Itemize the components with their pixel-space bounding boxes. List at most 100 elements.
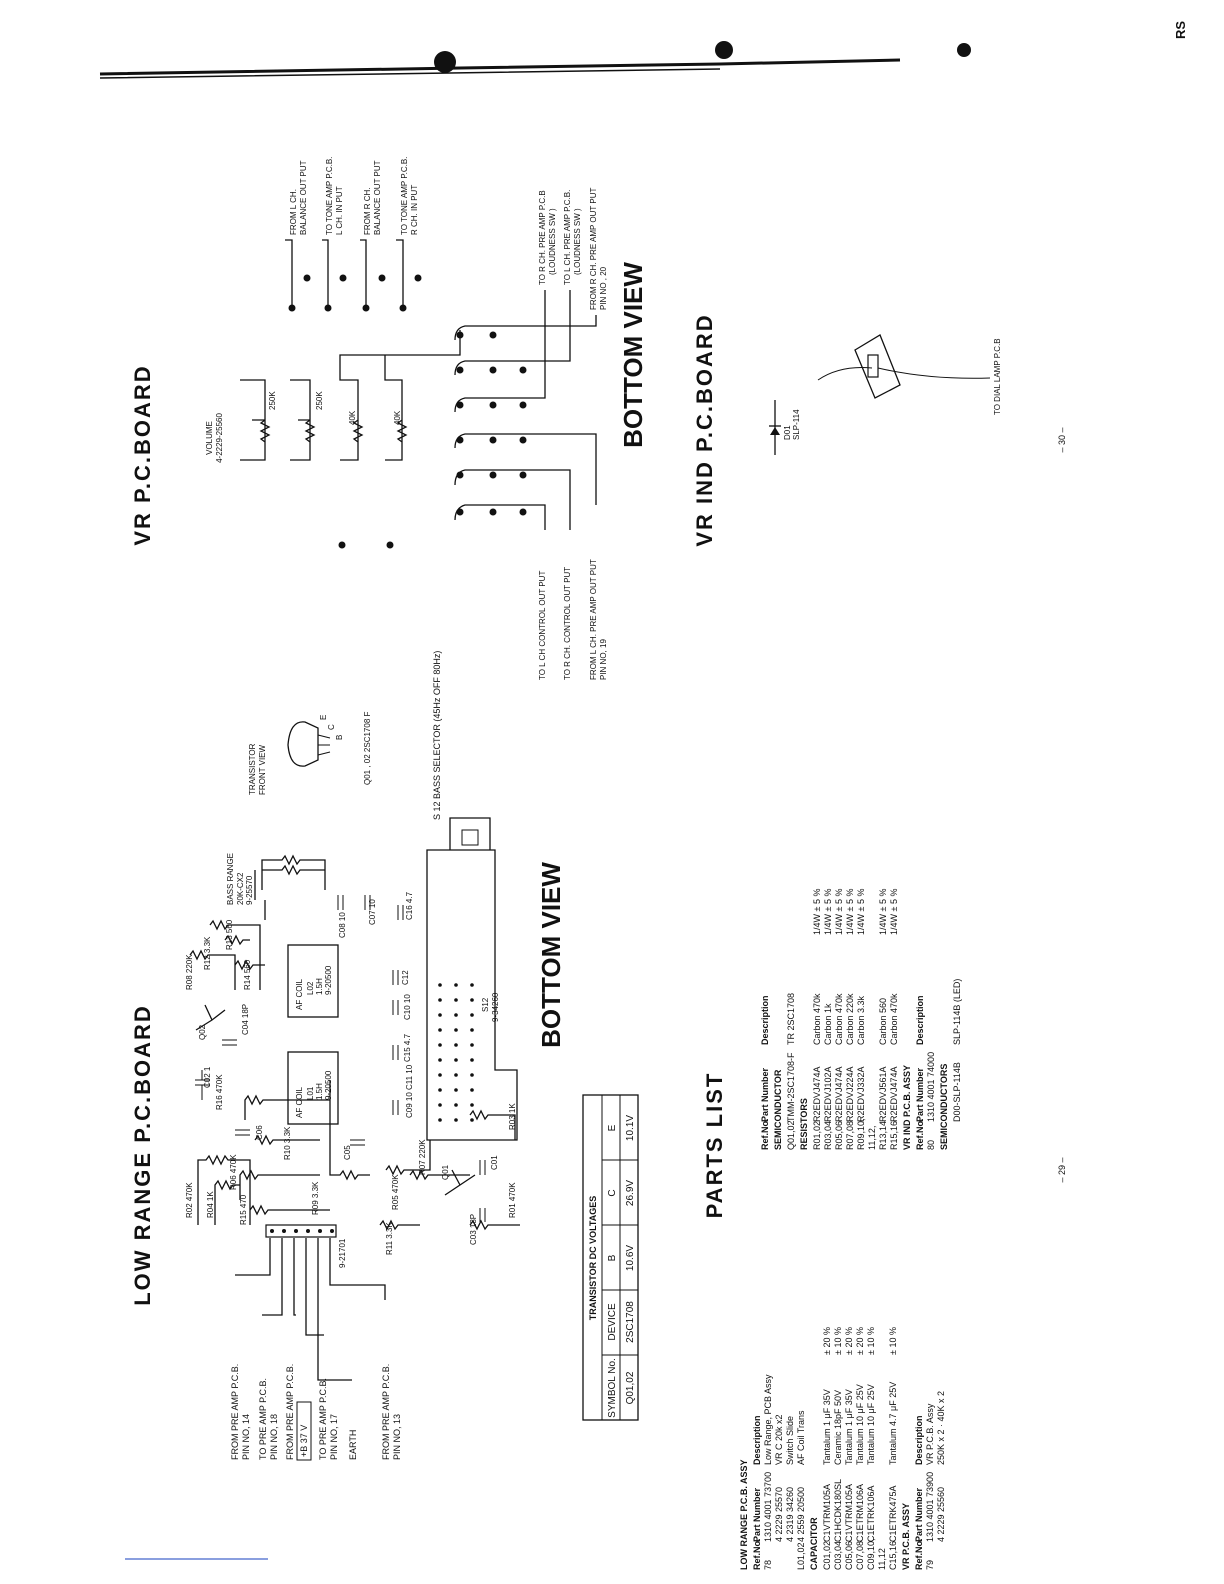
- parts-cell: AF Coil Trans: [796, 1410, 806, 1465]
- pot-value: 40K: [348, 410, 357, 425]
- resistor-label: R12 3.3K: [203, 936, 212, 970]
- resistor-label: R08 220K: [185, 954, 194, 990]
- parts-cell: ± 20 %: [844, 1327, 854, 1355]
- vr-loudness-label: (LOUDNESS SW ): [573, 208, 582, 275]
- parts-cell: Carbon 470k: [889, 993, 899, 1045]
- coil-text: 9-20500: [324, 965, 333, 995]
- vr-loudness-labels: TO R CH. PRE AMP P.C.B (LOUDNESS SW ) TO…: [538, 188, 608, 310]
- low-range-title: LOW RANGE P.C.BOARD: [130, 1004, 155, 1306]
- parts-cell: R05,06: [834, 1121, 844, 1150]
- parts-cell: 1310 4001 73900: [925, 1472, 935, 1542]
- vr-ind-diode: D01 SLP-114: [769, 400, 801, 455]
- parts-cell: C03,04: [833, 1541, 843, 1570]
- vr-output-label: BALANCE OUT PUT: [373, 160, 382, 235]
- parts-cell: Carbon 220k: [845, 993, 855, 1045]
- parts-section-heading: RESISTORS: [799, 1098, 809, 1150]
- punch-hole: [434, 51, 456, 73]
- parts-cell: Carbon 3.3k: [856, 995, 866, 1045]
- parts-section-heading: LOW RANGE P.C.B. ASSY: [739, 1459, 749, 1570]
- parts-cell: C07,08: [855, 1541, 865, 1570]
- capacitor-label: C10 10: [403, 994, 412, 1020]
- parts-cell: R2EDVJ332A: [856, 1066, 866, 1122]
- vr-loudness-label: TO R CH. PRE AMP P.C.B: [538, 190, 547, 285]
- parts-column-header: Description: [915, 995, 925, 1045]
- parts-cell: R2EDVJ474A: [889, 1066, 899, 1122]
- parts-cell: Tantalum 10 μF 25V: [855, 1384, 865, 1465]
- connector-9-21701: 9-21701: [265, 1224, 347, 1268]
- corner-mark: RS: [1173, 21, 1188, 39]
- coil-text: L01: [306, 1086, 315, 1100]
- parts-cell: C05,06: [844, 1541, 854, 1570]
- slide-switch-s12: S12 9-34260: [426, 817, 518, 1141]
- capacitor-label: C15 4.7: [403, 1033, 412, 1062]
- connection-label: TO PRE AMP P.C.B.: [318, 1378, 328, 1460]
- vr-ind-title: VR IND P.C.BOARD: [692, 313, 717, 546]
- transistor-q02: Q02: [195, 1004, 226, 1040]
- parts-cell: TMM-2SC1708-F: [786, 1052, 796, 1122]
- low-range-connection-labels: FROM PRE AMP P.C.B. PIN NO, 14 TO PRE AM…: [230, 1364, 402, 1461]
- dc-table-cell: Q01,02: [625, 1371, 636, 1404]
- parts-cell: 1/4W ± 5 %: [845, 889, 855, 935]
- transistor-front-view: TRANSISTOR FRONT VIEW B C E Q01 , 02 2SC…: [248, 712, 372, 795]
- vr-control-label: TO L CH CONTROL OUT PUT: [538, 571, 547, 680]
- parts-cell: 4 2559 20500: [796, 1487, 806, 1542]
- vr-output-label: FROM L CH.: [289, 189, 298, 235]
- parts-cell: 11,12,: [867, 1126, 877, 1150]
- pot-value: 250K: [315, 391, 324, 410]
- resistor-label: R01 470K: [508, 1182, 517, 1218]
- resistor-label: R16 470K: [215, 1074, 224, 1110]
- pin-label: C: [327, 724, 336, 730]
- dial-lamp-label: TO DIAL LAMP P.C.B: [993, 338, 1002, 415]
- capacitor-label: C12: [401, 970, 410, 985]
- parts-cell: Q01,02: [786, 1120, 796, 1150]
- parts-cell: C1VTRM105A: [822, 1484, 832, 1542]
- parts-cell: VR C 20k x2: [774, 1414, 784, 1465]
- vr-solder-pads: [288, 274, 527, 549]
- parts-cell: Carbon 470k: [812, 993, 822, 1045]
- page-number-left: – 29 –: [1057, 1157, 1067, 1182]
- parts-cell: 1/4W ± 5 %: [856, 889, 866, 935]
- connection-label: PIN NO, 17: [329, 1414, 339, 1460]
- low-range-resistor-labels: R02 470K R04 1K R06 470K R16 470K R15 47…: [185, 919, 517, 1255]
- connection-label: TO PRE AMP P.C.B.: [258, 1378, 268, 1460]
- dc-table-title: TRANSISTOR DC VOLTAGES: [588, 1196, 598, 1321]
- switch-label: S12: [481, 997, 490, 1012]
- dc-table-header: SYMBOL No.: [607, 1358, 618, 1418]
- dial-lamp-holder: TO DIAL LAMP P.C.B: [817, 334, 1002, 415]
- diode-label: SLP-114: [792, 409, 801, 440]
- parts-cell: Tantalum 1 μF 35V: [844, 1389, 854, 1465]
- bass-range-text: 9-25570: [245, 875, 254, 905]
- parts-column-header: Description: [752, 1415, 762, 1465]
- capacitor-label: C09 10: [405, 1092, 414, 1118]
- capacitor-label: C04 18P: [241, 1004, 250, 1035]
- transistor-id: Q01 , 02 2SC1708 F: [363, 712, 372, 785]
- vr-output-label: FROM R CH.: [363, 187, 372, 235]
- dc-table-cell: 2SC1708: [625, 1301, 636, 1343]
- parts-cell: R2EDVJ224A: [845, 1066, 855, 1122]
- connection-label: PIN NO, 18: [269, 1414, 279, 1460]
- parts-cell: R15,16: [889, 1121, 899, 1150]
- vr-board-title: VR P.C.BOARD: [130, 364, 155, 545]
- parts-cell: 1/4W ± 5 %: [823, 889, 833, 935]
- parts-section-heading: VR IND P.C.B. ASSY: [902, 1065, 912, 1150]
- supply-voltage-label: +B 37 V: [299, 1425, 309, 1457]
- parts-cell: C09,10,: [866, 1538, 876, 1570]
- resistor-label: R10 3.3K: [283, 1126, 292, 1160]
- parts-column-header: Ref.No.: [752, 1539, 762, 1571]
- vr-control-label: PIN NO, 19: [599, 639, 608, 680]
- low-range-capacitors: C02 1 C06 C05 C09 10 C11 10 C15 4.7 C10 …: [195, 891, 499, 1245]
- parts-column-header: Part Number: [760, 1067, 770, 1122]
- parts-cell: R2EDVJ474A: [812, 1066, 822, 1122]
- parts-cell: 1310 4001 74000: [926, 1052, 936, 1122]
- top-edge-band: [99, 41, 971, 1560]
- coil-text: 1.5H: [315, 978, 324, 995]
- pot-value: 250K: [268, 391, 277, 410]
- capacitor-label: C03 18P: [469, 1214, 478, 1245]
- vr-output-label: TO TONE AMP P.C.B.: [325, 157, 334, 235]
- af-coil-l01: AF COIL L01 1.5H 9-20500: [287, 1051, 339, 1125]
- parts-column-header: Part Number: [752, 1487, 762, 1542]
- vr-control-label: FROM L CH. PRE AMP OUT PUT: [589, 559, 598, 680]
- parts-cell: 4 2319 34260: [785, 1487, 795, 1542]
- capacitor-label: C07 10: [368, 899, 377, 925]
